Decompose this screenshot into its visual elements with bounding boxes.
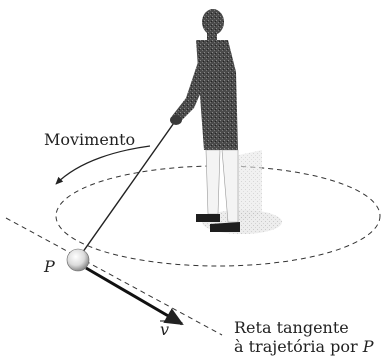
point-label: P: [44, 257, 55, 276]
movement-arrow: [55, 145, 151, 185]
tangent-label-line2: à trajetória por P: [234, 337, 374, 356]
movement-label: Movimento: [44, 130, 136, 149]
person-figure: [170, 9, 240, 232]
tangent-label: Reta tangente à trajetória por P: [234, 318, 374, 356]
velocity-label: v: [160, 320, 170, 339]
tangent-line: [5, 217, 223, 336]
cast-shadow: [234, 150, 262, 222]
tangent-label-text: à trajetória por: [234, 337, 363, 356]
ball: [66, 248, 90, 272]
tangent-label-line1: Reta tangente: [234, 318, 349, 337]
v-overarrow-head: [175, 318, 180, 324]
string: [79, 119, 177, 257]
tangent-label-point: P: [362, 337, 374, 356]
velocity-vector: [85, 266, 184, 326]
